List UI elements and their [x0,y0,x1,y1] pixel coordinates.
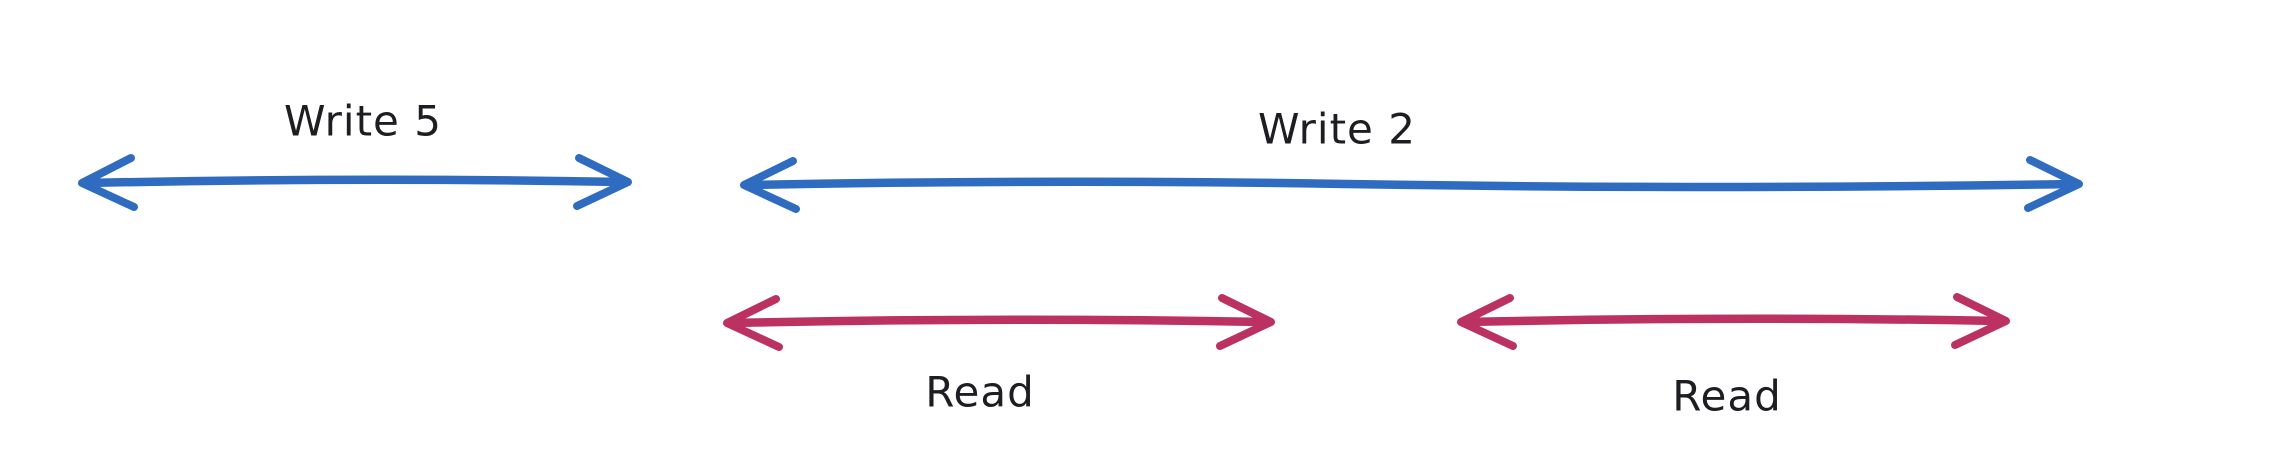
arrow-head-left-icon [1457,294,1517,350]
arrow-head-left-icon [723,295,783,351]
write5-double-arrow [78,154,632,211]
read1-label: Read [925,367,1035,417]
read1-double-arrow [723,294,1275,351]
arrow-head-right-icon [1951,293,2010,349]
arrow-shaft [1462,314,2005,327]
arrow-head-left-icon [78,154,138,211]
write2-label: Write 2 [1258,104,1416,154]
arrow-head-right-icon [2024,156,2083,212]
arrow-shaft [728,315,1270,328]
arrow-head-right-icon [1216,294,1275,350]
write5-label: Write 5 [284,96,442,146]
arrow-head-right-icon [573,154,632,210]
arrow-head-left-icon [740,157,800,213]
arrow-shaft [83,175,629,188]
read2-double-arrow [1457,293,2010,350]
arrow-shaft [745,177,2078,192]
write2-double-arrow [740,156,2083,213]
read2-label: Read [1672,371,1782,421]
